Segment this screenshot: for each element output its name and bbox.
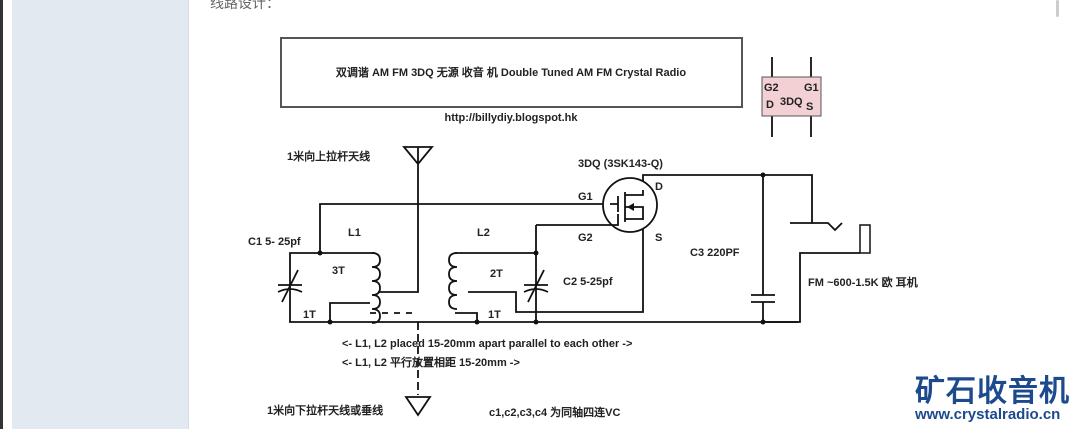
transistor-label: 3DQ (3SK143-Q) <box>578 158 663 170</box>
earphone-jack-icon <box>859 224 871 254</box>
sidebar <box>12 0 189 429</box>
pinout-name: 3DQ <box>780 96 803 108</box>
antenna-up-icon <box>378 146 434 293</box>
pin-d-label: D <box>655 181 663 193</box>
c2-label: C2 5-25pf <box>563 276 613 288</box>
watermark-logo: 矿石收音机 <box>915 374 1070 409</box>
scrollbar[interactable] <box>1056 0 1059 17</box>
capacitor-c3-icon <box>751 294 775 303</box>
section-heading: 线路设计： <box>210 0 280 11</box>
pinout-s: S <box>806 101 813 113</box>
mosfet-icon <box>602 177 658 233</box>
turns-3t-label: 3T <box>332 265 345 277</box>
schematic-url: http://billydiy.blogspot.hk <box>444 112 578 124</box>
variable-capacitor-c1-icon <box>277 269 303 303</box>
pinout-g1: G1 <box>804 82 819 94</box>
ground-antenna-icon <box>404 396 432 417</box>
vc-note: c1,c2,c3,c4 为同轴四连VC <box>489 405 621 419</box>
pin-s-label: S <box>655 232 662 244</box>
pin-g2-label: G2 <box>578 232 593 244</box>
turns-2t-label: 2T <box>490 268 503 280</box>
earphone-label: FM ~600-1.5K 欧 耳机 <box>808 275 918 289</box>
turns-1t-label-2: 1T <box>488 309 501 321</box>
pin-g1-label: G1 <box>578 191 593 203</box>
placement-note-cn: <- L1, L2 平行放置相距 15-20mm -> <box>342 355 520 369</box>
c3-label: C3 220PF <box>690 247 740 259</box>
pinout-diagram: G2 G1 D 3DQ S <box>761 57 822 137</box>
schematic-title: 双调谐 AM FM 3DQ 无源 收音 机 Double Tuned AM FM… <box>336 65 686 79</box>
l2-label: L2 <box>477 227 490 239</box>
coil-l2-icon <box>448 252 458 310</box>
pinout-d: D <box>766 99 774 111</box>
placement-note-en: <- L1, L2 placed 15-20mm apart parallel … <box>342 338 632 350</box>
c1-label: C1 5- 25pf <box>248 236 301 248</box>
title-box <box>280 37 743 108</box>
l1-label: L1 <box>348 227 361 239</box>
antenna-up-label: 1米向上拉杆天线 <box>287 149 370 163</box>
coil-l1-icon <box>371 252 381 324</box>
window-edge <box>0 0 3 429</box>
variable-capacitor-c2-icon <box>523 269 549 303</box>
antenna-down-label: 1米向下拉杆天线或垂线 <box>267 403 383 417</box>
watermark-url: www.crystalradio.cn <box>915 406 1061 423</box>
pinout-g2: G2 <box>764 82 779 94</box>
turns-1t-label: 1T <box>303 309 316 321</box>
